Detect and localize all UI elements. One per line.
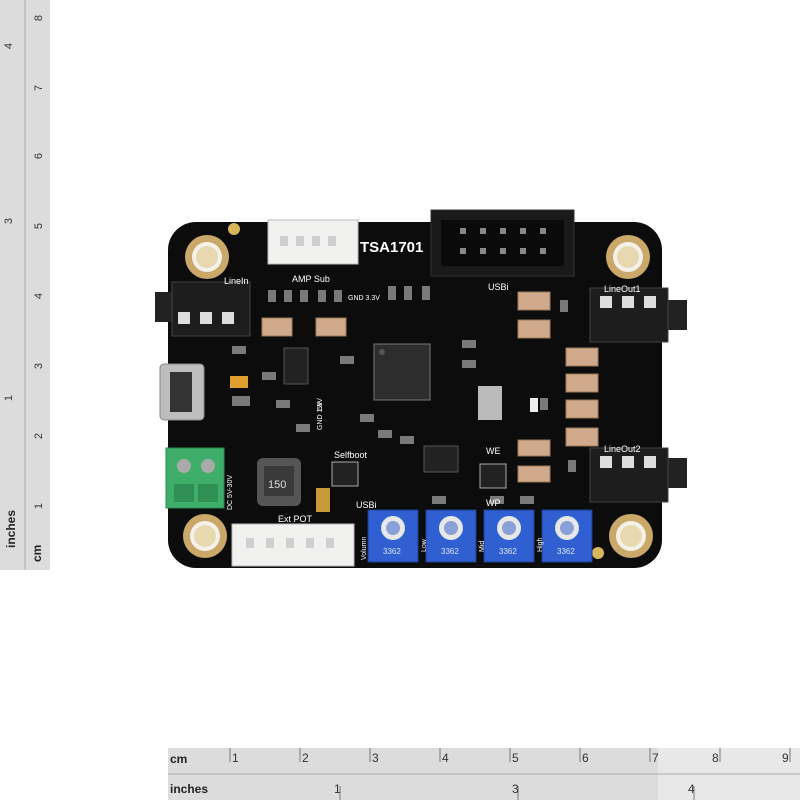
- lineout1-label: LineOut1: [604, 284, 641, 294]
- pot-label-low: Low: [421, 538, 428, 552]
- wp-label: WP: [486, 498, 501, 508]
- pot-code-1: 3362: [383, 547, 401, 556]
- selfboot-label: Selfboot: [334, 450, 368, 460]
- horizontal-ruler: cm inches 1 2 3 4 5 6 7 8 9 1 3 4: [168, 748, 800, 800]
- pot-code-2: 3362: [441, 547, 459, 556]
- inductor-label: 150: [268, 479, 286, 491]
- h-inch-1: 1: [334, 782, 341, 796]
- h-cm-9: 9: [782, 751, 789, 765]
- we-jumper: [479, 463, 507, 489]
- vertical-ruler: inches cm 1 2 3 4 5 6 7 8 1 3 4: [0, 0, 50, 570]
- gnd-18-label: GND 1.8V: [317, 398, 324, 430]
- crystal: [478, 386, 502, 420]
- h-cm-3: 3: [372, 751, 379, 765]
- selfboot-jumper: [331, 461, 359, 487]
- usbi-top-label: USBi: [488, 282, 509, 292]
- pot-label-mid: Mid: [479, 541, 486, 552]
- vertical-ruler-ticks: [0, 0, 50, 570]
- h-cm-8: 8: [712, 751, 719, 765]
- pot-code-4: 3362: [557, 547, 575, 556]
- 5v-label: 5V: [317, 401, 324, 410]
- h-cm-5: 5: [512, 751, 519, 765]
- horizontal-cm-unit: cm: [170, 752, 188, 766]
- capacitors: [261, 291, 599, 483]
- linein-label: LineIn: [224, 276, 249, 286]
- dc-label: DC 5V-30V: [227, 475, 234, 510]
- amp-sub-label: AMP Sub: [292, 274, 330, 284]
- h-cm-7: 7: [652, 751, 659, 765]
- lineout1-jack: [589, 287, 687, 343]
- horizontal-inch-unit: inches: [170, 782, 209, 796]
- h-cm-1: 1: [232, 751, 239, 765]
- horizontal-ruler-ticks: [168, 748, 800, 800]
- pot-code-3: 3362: [499, 547, 517, 556]
- pot-label-high: High: [537, 537, 544, 552]
- lineout2-label: LineOut2: [604, 444, 641, 454]
- we-label: WE: [486, 446, 501, 456]
- h-inch-3: 3: [512, 782, 519, 796]
- board-title: TSA1701: [360, 239, 423, 256]
- h-inch-4: 4: [688, 782, 695, 796]
- usbi-bottom-label: USBi: [356, 500, 377, 510]
- linein-jack: [155, 281, 251, 337]
- h-cm-6: 6: [582, 751, 589, 765]
- gnd-33-label: GND 3.3V: [348, 295, 380, 302]
- h-cm-2: 2: [302, 751, 309, 765]
- ext-pot-label: Ext POT: [278, 514, 313, 524]
- h-cm-4: 4: [442, 751, 449, 765]
- lineout2-jack: [589, 447, 687, 503]
- trim-pots: [367, 509, 593, 563]
- mounting-holes: [183, 223, 653, 559]
- pot-label-volumn: Volumn: [361, 537, 368, 560]
